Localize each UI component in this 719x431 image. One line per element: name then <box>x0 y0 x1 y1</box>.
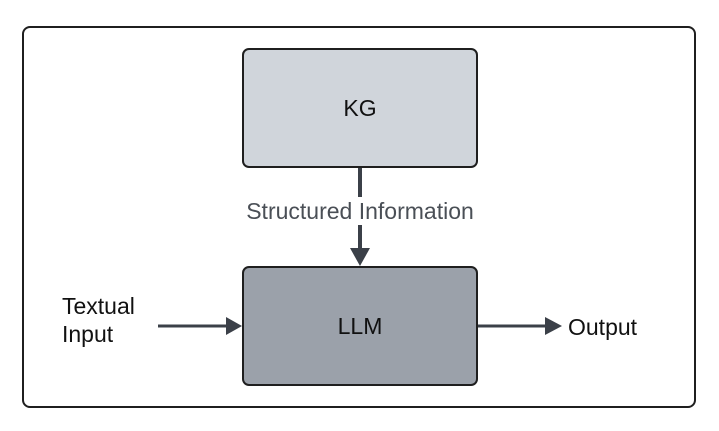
kg-box: KG <box>242 48 478 168</box>
llm-box-label: LLM <box>337 312 383 339</box>
kg-box-label: KG <box>343 94 377 121</box>
output-label: Output <box>568 314 638 340</box>
llm-box: LLM <box>242 266 478 386</box>
textual-input-label: Textual Input <box>62 293 135 347</box>
structured-information-label: Structured Information <box>160 197 560 225</box>
